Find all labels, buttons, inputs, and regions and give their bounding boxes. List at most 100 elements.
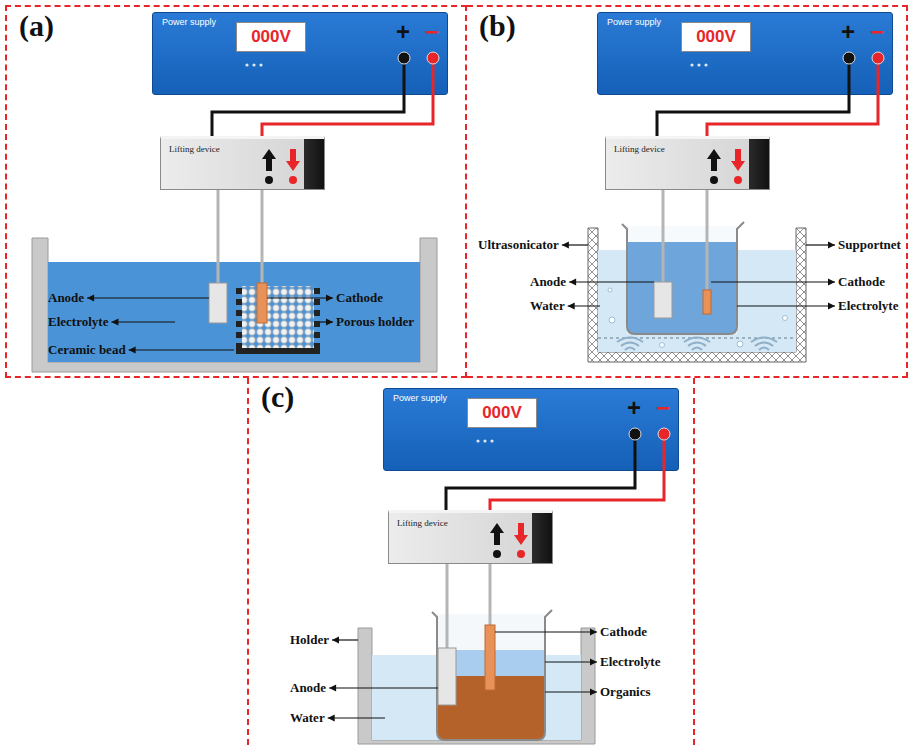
holder-base xyxy=(236,348,320,354)
leader-head xyxy=(568,303,575,310)
lifting-device: Lifting device xyxy=(605,136,770,190)
indicator-dot xyxy=(690,63,693,66)
leader-line xyxy=(562,242,588,249)
leader-line xyxy=(568,303,600,310)
leader-stroke xyxy=(328,717,385,718)
leader-head xyxy=(590,689,597,696)
holder-side xyxy=(236,286,242,348)
leader-line xyxy=(495,629,597,636)
up-arrow xyxy=(262,149,276,171)
voltage-readout: 000V xyxy=(482,403,522,423)
leader-line xyxy=(545,689,597,696)
electrode-rod xyxy=(446,562,449,648)
leader-line xyxy=(545,659,597,666)
cathode-plate xyxy=(485,625,495,690)
leader-stroke xyxy=(569,281,654,282)
voltage-display: 000V xyxy=(681,22,751,52)
leader-head xyxy=(328,715,335,722)
beaker xyxy=(622,222,744,334)
voltage-display: 000V xyxy=(236,22,306,52)
indicator-dot xyxy=(245,63,248,66)
leader-head xyxy=(332,637,339,644)
anode-plate xyxy=(438,648,456,705)
leader-stroke xyxy=(129,349,234,350)
device-name: Lifting device xyxy=(169,144,220,154)
tank-wall xyxy=(32,238,437,372)
cathode-plate xyxy=(257,283,267,323)
leader-line xyxy=(806,242,835,249)
beaker xyxy=(432,610,552,740)
indicator-dot xyxy=(259,63,262,66)
part-label: Organics xyxy=(600,684,651,700)
power-wire xyxy=(212,95,404,136)
part-label: Porous holder xyxy=(336,314,414,330)
leader-head xyxy=(569,279,576,286)
leader-line xyxy=(111,319,175,326)
voltage-readout: 000V xyxy=(251,27,291,47)
power-wire xyxy=(707,95,878,136)
panel-letter: (b) xyxy=(479,9,516,43)
leader-line xyxy=(329,685,438,692)
polarity-sign: − xyxy=(425,18,439,46)
panel-frame: (b) Power supply 000V Lifting device xyxy=(467,5,908,378)
up-arrow xyxy=(490,523,504,545)
polarity-sign: + xyxy=(396,18,410,46)
negative-terminal xyxy=(658,428,670,440)
polarity-sign: − xyxy=(870,18,884,46)
electrode-rod xyxy=(261,188,264,283)
leader-stroke xyxy=(111,321,175,322)
anode-plate xyxy=(654,282,672,318)
electrode-rod xyxy=(489,562,492,625)
power-wire xyxy=(657,95,849,136)
beaker-glass xyxy=(627,226,737,334)
down-button xyxy=(734,176,742,184)
positive-terminal xyxy=(843,52,855,64)
leader-line xyxy=(569,279,654,286)
leader-line xyxy=(87,295,209,302)
leader-head xyxy=(562,242,569,249)
up-button xyxy=(493,550,501,558)
leader-stroke xyxy=(711,281,835,282)
electrolyte-bath xyxy=(48,262,420,362)
panel-letter: (a) xyxy=(19,9,54,43)
leader-stroke xyxy=(545,691,597,692)
negative-terminal xyxy=(427,52,439,64)
leader-line xyxy=(332,637,358,644)
leader-line xyxy=(711,279,835,286)
leader-head xyxy=(590,629,597,636)
leader-stroke xyxy=(545,661,597,662)
part-label: Water xyxy=(290,710,325,726)
leader-stroke xyxy=(329,687,438,688)
leader-head xyxy=(828,279,835,286)
lifting-device: Lifting device xyxy=(160,136,325,190)
part-label: Supportnet xyxy=(838,237,901,253)
voltage-readout: 000V xyxy=(696,27,736,47)
leader-line xyxy=(320,319,333,326)
part-label: Anode xyxy=(530,274,566,290)
leader-stroke xyxy=(87,297,209,298)
leader-head xyxy=(828,303,835,310)
indicator-dot xyxy=(476,439,479,442)
positive-terminal xyxy=(398,52,410,64)
holder-side xyxy=(314,286,320,348)
down-button xyxy=(289,176,297,184)
electrolyte xyxy=(627,242,737,334)
leader-line xyxy=(737,303,835,310)
device-name: Power supply xyxy=(607,17,661,27)
part-label: Cathode xyxy=(838,274,885,290)
leader-head xyxy=(329,685,336,692)
voltage-display: 000V xyxy=(467,398,537,428)
device-name: Power supply xyxy=(162,17,216,27)
device-name: Power supply xyxy=(393,393,447,403)
power-wire xyxy=(446,471,635,510)
leader-line xyxy=(267,295,333,302)
panel-letter: (c) xyxy=(261,380,294,414)
cathode-plate xyxy=(703,290,711,314)
positive-terminal xyxy=(629,428,641,440)
leader-head xyxy=(326,319,333,326)
leader-head xyxy=(590,659,597,666)
leader-head xyxy=(326,295,333,302)
part-label: Cathode xyxy=(600,624,647,640)
part-label: Water xyxy=(530,298,565,314)
